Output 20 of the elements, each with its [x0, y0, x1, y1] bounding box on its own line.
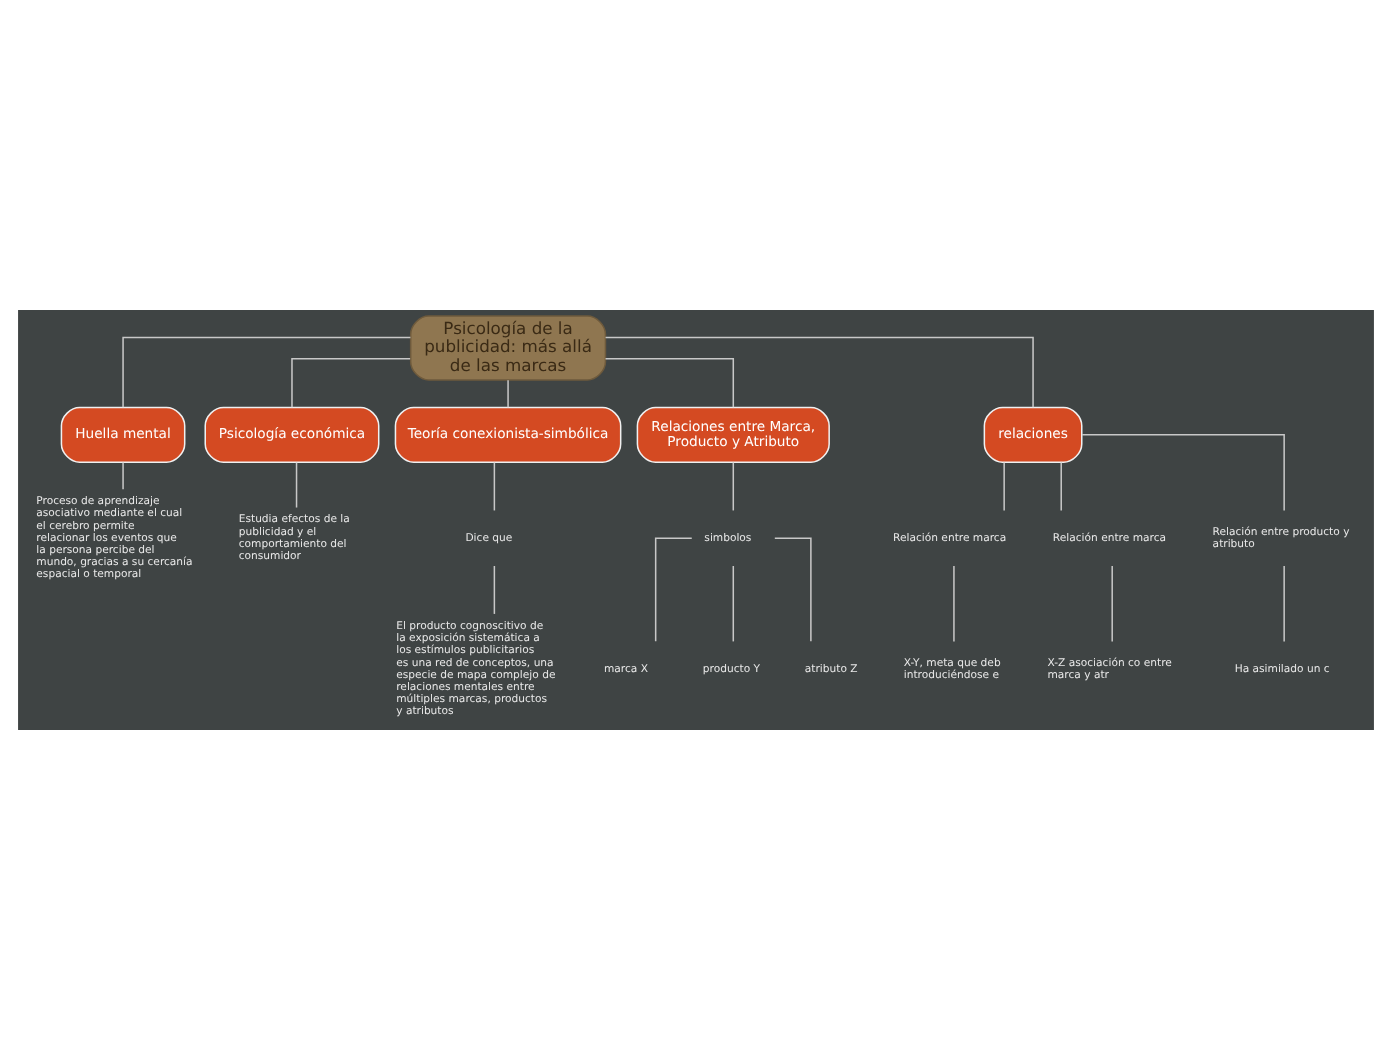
connector	[604, 357, 735, 409]
connector	[295, 461, 298, 509]
connector	[654, 537, 693, 643]
connector	[1081, 434, 1285, 512]
connector	[1060, 461, 1062, 512]
connector	[493, 565, 496, 615]
connector	[1003, 461, 1005, 512]
connector	[604, 336, 1034, 408]
connector	[507, 379, 509, 409]
connector	[1111, 565, 1113, 643]
connector	[1283, 565, 1285, 643]
connector	[493, 461, 496, 512]
connector	[122, 336, 412, 408]
connector	[732, 565, 735, 643]
connector	[122, 461, 124, 491]
connector	[732, 461, 735, 512]
node-box: Psicología de la publicidad: más allá de las marcas	[409, 315, 607, 381]
connector	[774, 537, 812, 643]
connector	[953, 565, 955, 643]
connector	[291, 357, 411, 409]
